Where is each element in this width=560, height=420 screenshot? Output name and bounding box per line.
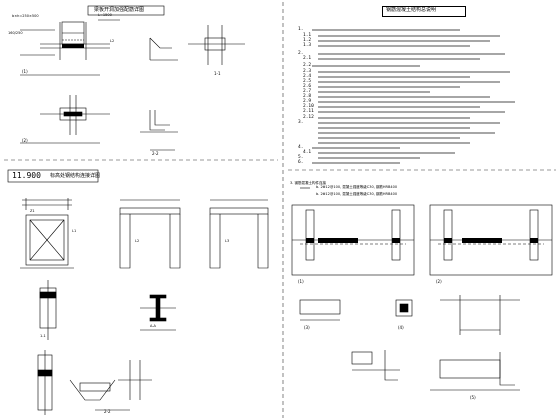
l2-frame-label: L2 [135,239,140,243]
connection-header: 3. 钢筋混凝土构件连接 [290,181,326,185]
top-left-details [20,5,245,151]
bottom-section-label: 2-2 [104,409,111,414]
steel-connection-details [7,169,269,415]
l3-frame-label: L3 [225,239,230,243]
steel-details-title: 标高处钢结构连接详图 [50,173,101,179]
section-1-1-label: 1-1 [214,71,221,76]
note-number: 2.9 [303,99,312,104]
section-1-1-bottom: 1-1 [40,334,46,338]
note-number: 6. [298,160,304,165]
aa-section-label: A-A [150,324,156,328]
section-dividers [4,2,556,418]
notes-title: 钢筋混凝土结构总说明 [386,7,437,13]
note-number: 2.7 [303,89,312,94]
note-number: 1.3 [303,43,312,48]
note-number: 4.1 [303,150,312,155]
detail-1-caption: (1) [22,69,28,74]
note-number: 3. [298,120,304,125]
detail-2-label: (2) [436,279,442,284]
note-number: 2.11 [303,109,314,114]
connection-item-2: b. 2Φ12@100, 混凝土强度等级C30, 钢筋HRB400 [316,192,398,196]
beam-column-details [291,187,553,276]
note-number: 2.12 [303,115,314,120]
note-number: 2.1 [303,56,312,61]
detail-5-label: (5) [470,395,476,400]
length-label: L=1500 [98,13,112,17]
note-number: 2.3 [303,69,312,74]
detail-4-label: (4) [398,325,404,330]
note-number: 2.8 [303,94,312,99]
general-notes-lines [312,29,515,164]
detail-2-caption: (2) [22,138,28,143]
note-number: 2.4 [303,74,312,79]
section-2-2-label: 2-2 [152,151,159,156]
notes-title-box [382,6,466,17]
l1-label: L1 [72,229,77,233]
detail-1-label: (1) [298,279,304,284]
l2-label: L2 [110,39,115,43]
note-number: 1.1 [303,33,312,38]
note-number: 2.6 [303,84,312,89]
reinforcement-details [299,295,520,391]
dimension-label: 160/250 [8,31,23,35]
note-number: 1.2 [303,38,312,43]
note-number: 2.10 [303,104,314,109]
note-number: 4. [298,145,304,150]
detail-3-label: (3) [304,325,310,330]
beam-fills [306,238,538,243]
beam-section-fill [62,44,84,48]
connection-item-1: b. 2Φ12@100, 混凝土强度等级C30, 钢筋HRB400 [316,185,398,189]
beam-size-label: b×h=250×500 [12,14,39,18]
note-number: 2.2 [303,63,312,68]
note-number: 1. [298,27,304,32]
top-left-panel-title: 梁板开洞加强配筋详图 [94,7,145,13]
z1-label: Z1 [30,209,35,213]
note-number: 2.5 [303,79,312,84]
note-number: 5. [298,155,304,160]
note-number: 2. [298,51,304,56]
elevation-label: 11.900 [12,171,41,180]
